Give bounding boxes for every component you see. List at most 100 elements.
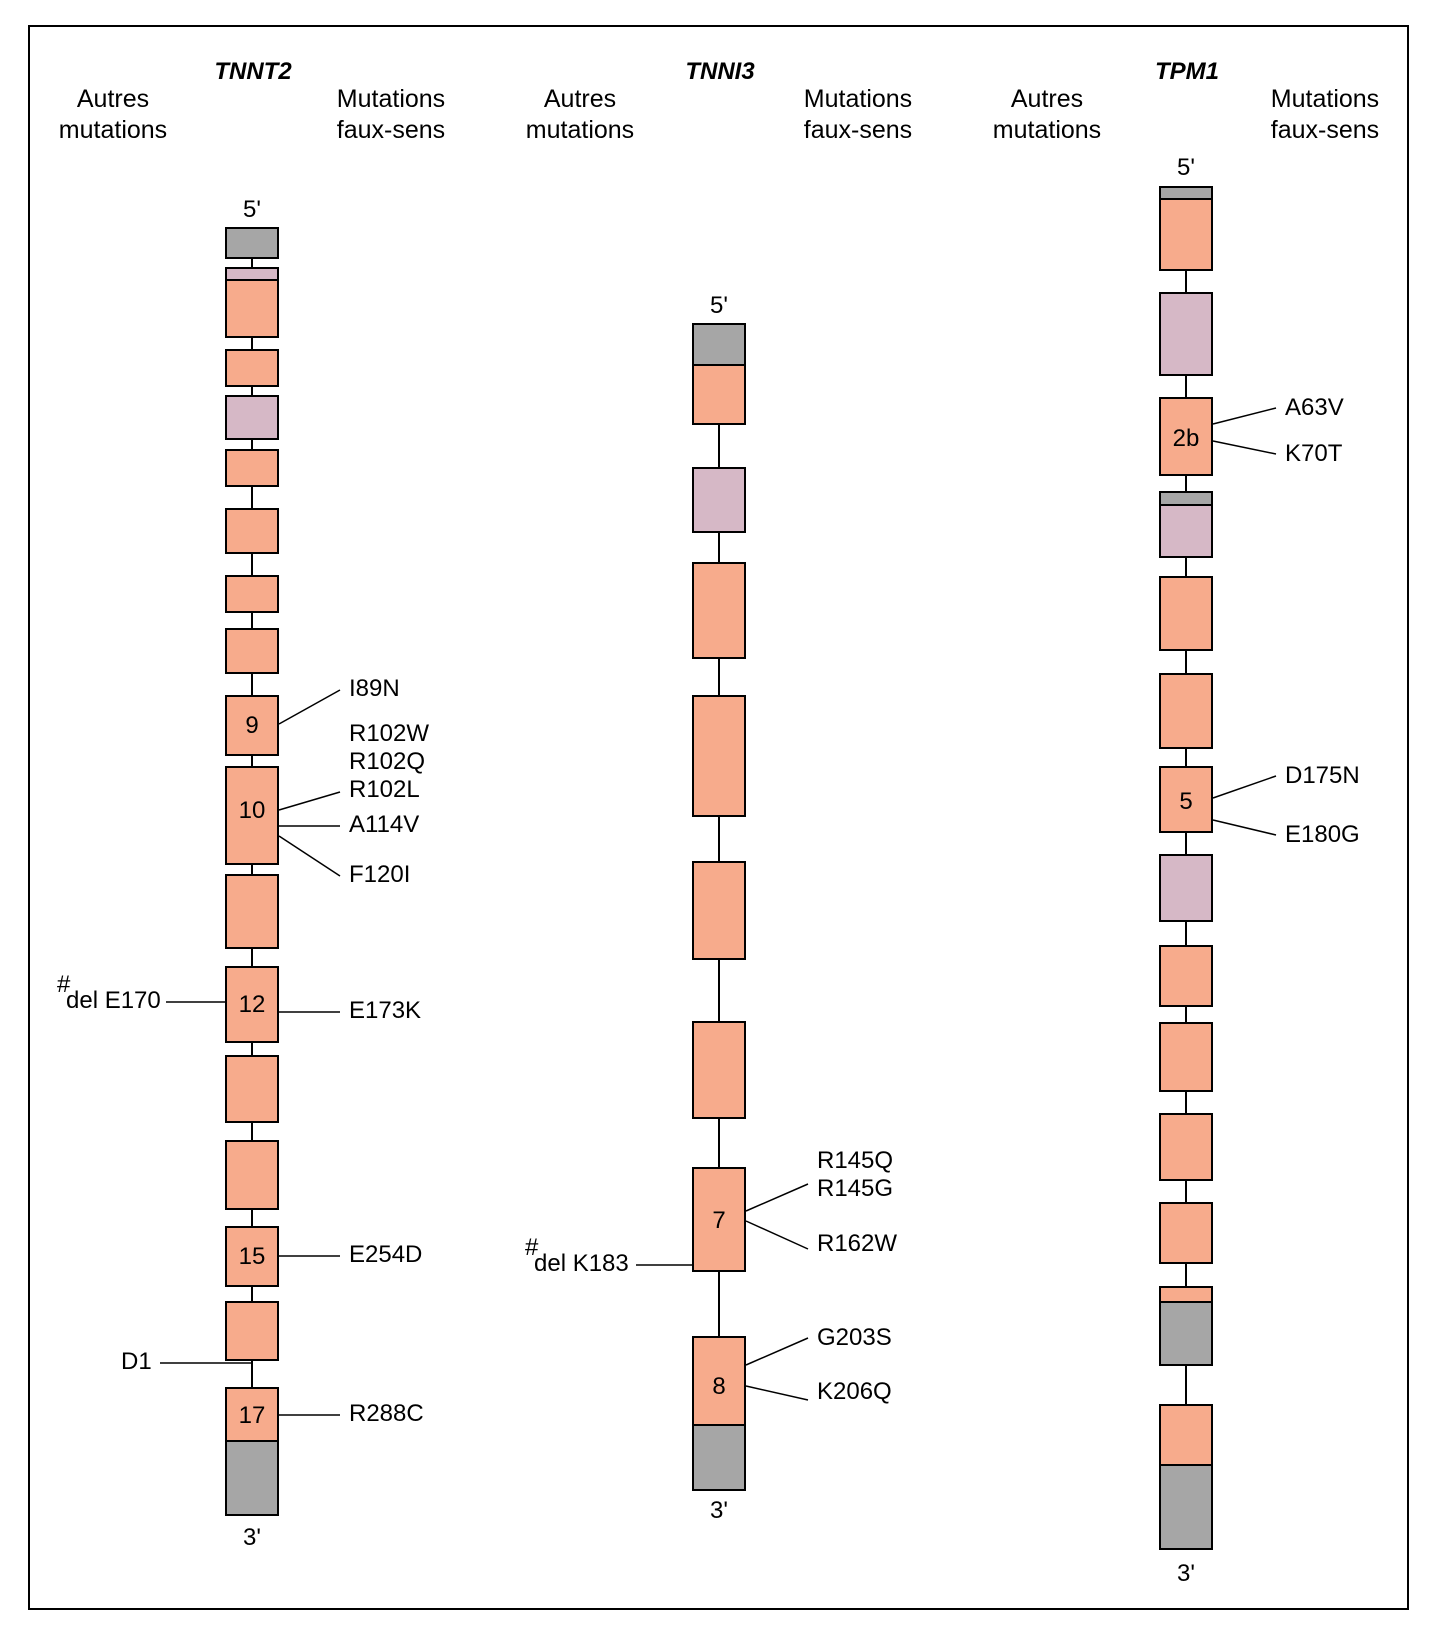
exon <box>692 562 746 659</box>
utr-block <box>1159 1464 1213 1550</box>
utr-block <box>1159 1301 1213 1366</box>
missense-header-line1: Mutations <box>337 85 445 113</box>
exon <box>1159 1113 1213 1181</box>
exon-number-label: 8 <box>712 1373 725 1400</box>
missense-mutation-label: E173K <box>349 997 421 1024</box>
missense-mutation-label: R102Q <box>349 748 425 775</box>
missense-mutation-label: R102W <box>349 720 429 747</box>
leader-line <box>1212 775 1277 799</box>
missense-mutation-label: A114V <box>349 811 419 838</box>
tnni3-mutations: R145Q R145G R162W G203S K206Q # del K183 <box>525 1147 897 1405</box>
missense-header-line1: Mutations <box>1271 85 1379 113</box>
missense-header-line2: faux-sens <box>1271 116 1379 144</box>
exon-number-label: 17 <box>239 1402 266 1429</box>
exon <box>1159 1202 1213 1264</box>
utr-block <box>1159 491 1213 506</box>
utr-block <box>1159 186 1213 200</box>
gene-title-tnni3: TNNI3 <box>685 58 755 85</box>
exon <box>1159 198 1213 271</box>
utr-block <box>692 323 746 366</box>
leader-line <box>278 791 341 811</box>
exon <box>225 874 279 949</box>
tnnt2-leader-lines <box>160 689 341 1416</box>
exon-2b <box>1159 397 1213 476</box>
three-prime-label: 3' <box>710 1497 728 1524</box>
exon-7 <box>692 1167 746 1272</box>
three-prime-label: 3' <box>1177 1560 1195 1587</box>
other-mutation-label: del E170 <box>66 987 161 1014</box>
missense-mutation-label: R162W <box>817 1230 897 1257</box>
leader-line <box>745 1183 809 1212</box>
exon-number-label: 10 <box>239 797 266 824</box>
tpm1-mutations: A63V K70T D175N E180G <box>1285 394 1360 848</box>
gene-title-tpm1: TPM1 <box>1155 58 1219 85</box>
leader-line <box>745 1385 809 1401</box>
header-tnni3: TNNI3 Autres mutations Mutations faux-se… <box>526 58 912 144</box>
exon-number-label: 12 <box>239 991 266 1018</box>
missense-mutation-label: R145Q <box>817 1147 893 1174</box>
missense-mutation-label: K70T <box>1285 440 1343 467</box>
figure-frame <box>28 25 1409 1610</box>
exon <box>1159 945 1213 1007</box>
exon <box>225 1055 279 1123</box>
alt-exon <box>225 395 279 440</box>
exon-17 <box>225 1387 279 1442</box>
exon <box>692 695 746 817</box>
exon-number-label: 9 <box>245 712 258 739</box>
exon <box>225 508 279 554</box>
gene-title-tnnt2: TNNT2 <box>214 58 292 85</box>
missense-mutation-label: G203S <box>817 1324 892 1351</box>
tpm1-labels: 5' 3' 2b 5 <box>1173 154 1200 1587</box>
missense-mutation-label: K206Q <box>817 1378 892 1405</box>
exon <box>225 449 279 487</box>
exon-5 <box>1159 766 1213 833</box>
missense-mutation-label: R145G <box>817 1175 893 1202</box>
exon-12 <box>225 966 279 1043</box>
missense-mutation-label: R288C <box>349 1400 424 1427</box>
exon <box>225 575 279 613</box>
exon-8 <box>692 1336 746 1426</box>
utr-block <box>225 227 279 259</box>
alt-exon <box>1159 504 1213 558</box>
alt-exon <box>225 267 279 281</box>
exon <box>225 279 279 338</box>
five-prime-label: 5' <box>243 196 261 223</box>
exon <box>1159 1022 1213 1092</box>
header-tnnt2: TNNT2 Autres mutations Mutations faux-se… <box>59 58 445 144</box>
alt-exon <box>692 467 746 533</box>
other-header-line2: mutations <box>526 116 634 144</box>
missense-mutation-label: E180G <box>1285 821 1360 848</box>
tnni3-leader-lines <box>636 1183 809 1401</box>
missense-header-line2: faux-sens <box>337 116 445 144</box>
alt-exon <box>1159 854 1213 922</box>
missense-header-line1: Mutations <box>804 85 912 113</box>
missense-mutation-label: R102L <box>349 776 420 803</box>
exon-15 <box>225 1226 279 1287</box>
missense-header-line2: faux-sens <box>804 116 912 144</box>
exon <box>1159 576 1213 651</box>
exon-9 <box>225 695 279 756</box>
utr-block <box>225 1440 279 1516</box>
exon <box>225 628 279 674</box>
leader-line <box>745 1220 809 1250</box>
utr-block <box>692 1424 746 1491</box>
leader-line <box>745 1337 809 1366</box>
other-header-line2: mutations <box>993 116 1101 144</box>
leader-line <box>278 689 341 725</box>
three-prime-label: 3' <box>243 1524 261 1551</box>
leader-line <box>278 835 341 877</box>
gene-tnni3 <box>692 323 746 1491</box>
exon <box>225 349 279 387</box>
tnnt2-labels: 5' 3' 9 10 12 15 17 <box>239 196 266 1551</box>
gene-tpm1 <box>1159 186 1213 1550</box>
missense-mutation-label: I89N <box>349 675 400 702</box>
missense-mutation-label: A63V <box>1285 394 1344 421</box>
exon-number-label: 15 <box>239 1243 266 1270</box>
exon <box>692 1021 746 1119</box>
exon <box>692 861 746 960</box>
five-prime-label: 5' <box>710 292 728 319</box>
exon-number-label: 2b <box>1173 425 1200 452</box>
tpm1-leader-lines <box>1212 407 1277 836</box>
tnnt2-mutations: I89N R102W R102Q R102L A114V F120I E173K… <box>57 675 429 1427</box>
